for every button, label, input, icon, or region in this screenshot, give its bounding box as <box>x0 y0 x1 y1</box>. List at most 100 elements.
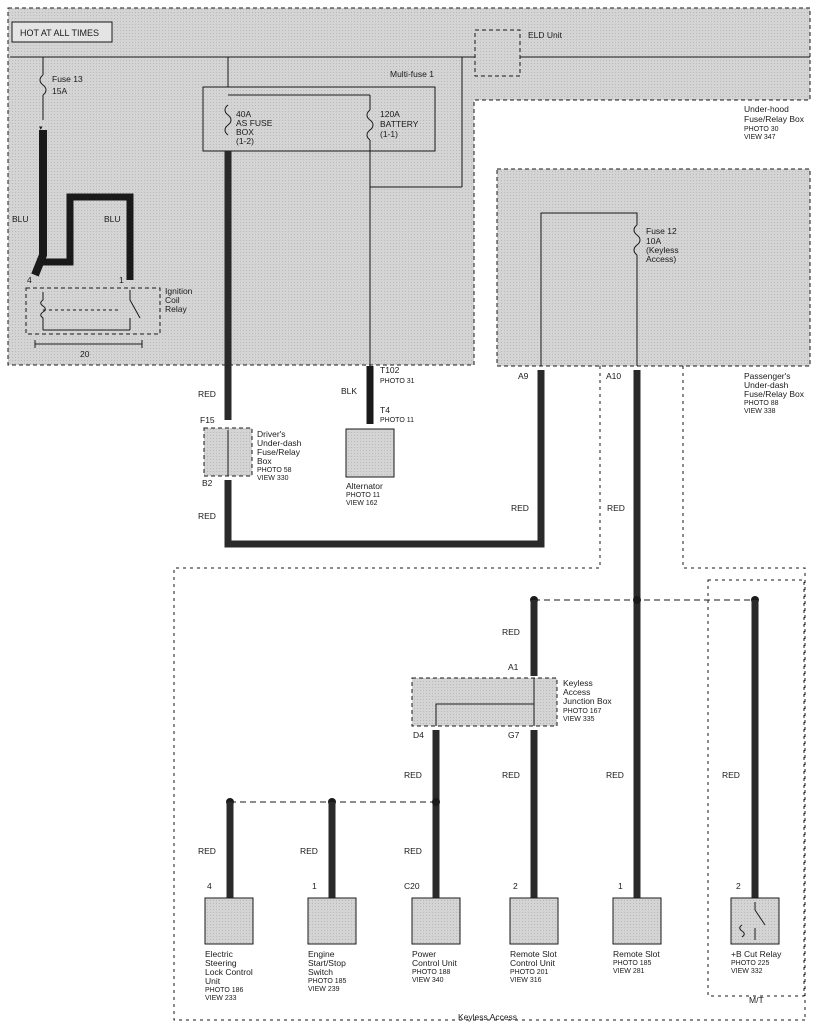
blu-wire-right <box>43 193 134 280</box>
eld-unit-label: ELD Unit <box>528 30 563 40</box>
svg-text:2: 2 <box>513 881 518 891</box>
svg-text:▾: ▾ <box>39 125 43 132</box>
mt-label: M/T <box>749 995 764 1005</box>
connector-a9: A9 <box>518 371 529 381</box>
connector-t102: T102 <box>380 365 400 375</box>
junction-label-1: Keyless <box>563 678 593 688</box>
component-remote-slot: 1 Remote Slot PHOTO 185 VIEW 281 <box>612 881 662 975</box>
svg-text:PHOTO 188: PHOTO 188 <box>412 969 450 976</box>
bus-number: 20 <box>80 349 90 359</box>
svg-text:Control Unit: Control Unit <box>510 958 556 968</box>
svg-text:VIEW 340: VIEW 340 <box>412 977 444 984</box>
mt-region <box>707 579 805 997</box>
underhood-view: VIEW 347 <box>744 134 776 141</box>
blu-right-label: BLU <box>104 214 121 224</box>
svg-text:Lock Control: Lock Control <box>205 967 253 977</box>
as-fuse-label: AS FUSE <box>236 118 273 128</box>
red-b2-label: RED <box>198 511 216 521</box>
passenger-view: VIEW 338 <box>744 408 776 415</box>
svg-text:1: 1 <box>312 881 317 891</box>
red-engine-label: RED <box>300 846 318 856</box>
junction-view: VIEW 335 <box>563 716 595 723</box>
component-power-control-unit: C20 Power Control Unit PHOTO 188 VIEW 34… <box>404 881 461 984</box>
svg-text:Remote Slot: Remote Slot <box>510 949 557 959</box>
eld-unit-box <box>474 29 521 77</box>
junction-photo: PHOTO 167 <box>563 708 601 715</box>
as-fuse-box: BOX <box>236 127 254 137</box>
connector-t4: T4 <box>380 405 390 415</box>
red-a9-label: RED <box>511 503 529 513</box>
red-d4-label: RED <box>404 770 422 780</box>
red-cut-label: RED <box>722 770 740 780</box>
svg-text:Remote Slot: Remote Slot <box>613 949 660 959</box>
alternator-label: Alternator <box>346 481 383 491</box>
junction-label-2: Access <box>563 687 590 697</box>
svg-text:Control Unit: Control Unit <box>412 958 458 968</box>
svg-text:VIEW 233: VIEW 233 <box>205 995 237 1002</box>
as-fuse-rating: 40A <box>236 109 251 119</box>
passenger-box-region <box>496 168 811 367</box>
fuse12-desc-2: Access) <box>646 254 676 264</box>
fuse12-rating: 10A <box>646 236 661 246</box>
svg-text:2: 2 <box>736 881 741 891</box>
driver-box-label-3: Fuse/Relay <box>257 447 301 457</box>
svg-text:Power: Power <box>412 949 436 959</box>
svg-text:4: 4 <box>207 881 212 891</box>
svg-text:Switch: Switch <box>308 967 333 977</box>
relay-label-3: Relay <box>165 304 187 314</box>
battery-fuse-id: (1-1) <box>380 129 398 139</box>
relay-pin-1: 1 <box>119 275 124 285</box>
underhood-label-1: Under-hood <box>744 104 789 114</box>
fuse12-desc-1: (Keyless <box>646 245 679 255</box>
svg-text:1: 1 <box>618 881 623 891</box>
passenger-label-2: Under-dash <box>744 380 789 390</box>
svg-text:VIEW 332: VIEW 332 <box>731 968 763 975</box>
red-a1-label: RED <box>502 627 520 637</box>
t102-photo: PHOTO 31 <box>380 378 415 385</box>
alternator-photo: PHOTO 11 <box>346 492 380 499</box>
connector-d4: D4 <box>413 730 424 740</box>
red-g7-label: RED <box>502 770 520 780</box>
svg-text:PHOTO 185: PHOTO 185 <box>308 978 346 985</box>
alternator-view: VIEW 162 <box>346 500 378 507</box>
red-steer-label: RED <box>198 846 216 856</box>
driver-box-photo: PHOTO 58 <box>257 467 292 474</box>
ignition-coil-relay <box>25 287 161 335</box>
connector-f15: F15 <box>200 415 215 425</box>
connector-a10: A10 <box>606 371 621 381</box>
fuse13-name: Fuse 13 <box>52 74 83 84</box>
svg-text:C20: C20 <box>404 881 420 891</box>
passenger-photo: PHOTO 88 <box>744 400 779 407</box>
passenger-label-3: Fuse/Relay Box <box>744 389 805 399</box>
keyless-junction-box <box>411 677 558 727</box>
svg-text:VIEW 316: VIEW 316 <box>510 977 542 984</box>
connector-a1: A1 <box>508 662 519 672</box>
battery-fuse-rating: 120A <box>380 109 400 119</box>
fuse12-name: Fuse 12 <box>646 226 677 236</box>
svg-text:+B Cut Relay: +B Cut Relay <box>731 949 782 959</box>
component-remote-slot-control: 2 Remote Slot Control Unit PHOTO 201 VIE… <box>509 881 559 984</box>
driver-box-label-4: Box <box>257 456 272 466</box>
relay-label-1: Ignition <box>165 286 193 296</box>
underhood-photo: PHOTO 30 <box>744 126 779 133</box>
driver-box-label-1: Driver's <box>257 429 286 439</box>
blk-label: BLK <box>341 386 357 396</box>
red-a10-label: RED <box>607 503 625 513</box>
red-wire-b2 <box>224 370 545 548</box>
passenger-label-1: Passenger's <box>744 371 791 381</box>
relay-pin-4: 4 <box>27 275 32 285</box>
multifuse-box <box>202 86 436 152</box>
driver-box-label-2: Under-dash <box>257 438 302 448</box>
battery-fuse-label: BATTERY <box>380 119 419 129</box>
fuse13-rating: 15A <box>52 86 67 96</box>
svg-text:PHOTO 201: PHOTO 201 <box>510 969 548 976</box>
svg-text:PHOTO 186: PHOTO 186 <box>205 987 243 994</box>
blu-wire-left <box>31 130 47 277</box>
blu-left-label: BLU <box>12 214 29 224</box>
connector-g7: G7 <box>508 730 520 740</box>
red-pcu-label: RED <box>404 846 422 856</box>
junction-label-3: Junction Box <box>563 696 612 706</box>
relay-label-2: Coil <box>165 295 180 305</box>
svg-text:Steering: Steering <box>205 958 237 968</box>
svg-text:Start/Stop: Start/Stop <box>308 958 346 968</box>
